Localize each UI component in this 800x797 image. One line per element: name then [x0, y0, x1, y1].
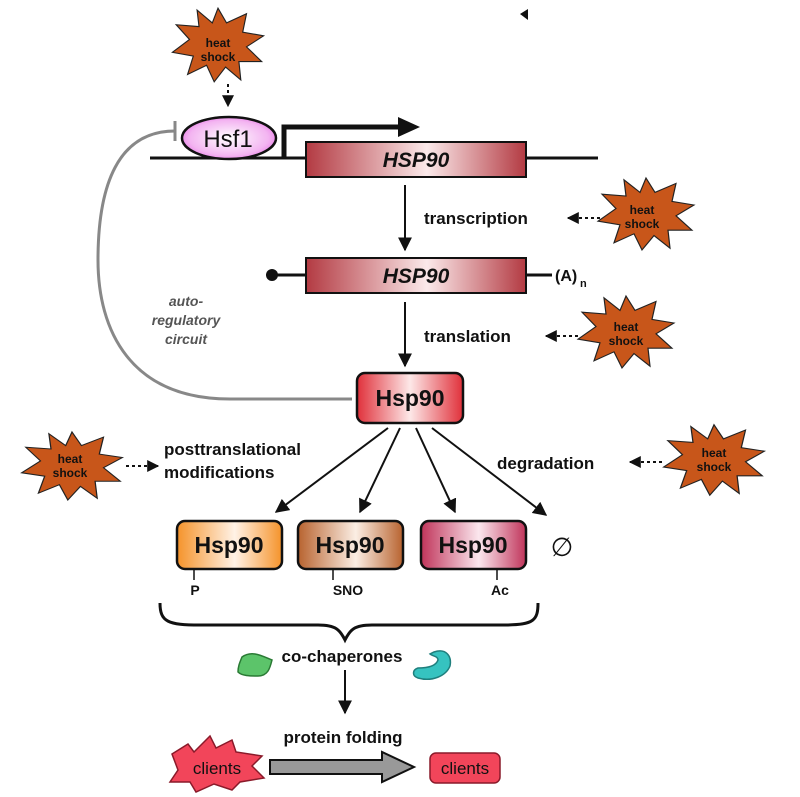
heat-shock-degradation-line1: heat — [702, 446, 727, 460]
protein-folding-label: protein folding — [284, 728, 403, 747]
unfolded-clients-shape — [168, 734, 266, 793]
heat-shock-top-line2: shock — [201, 50, 236, 64]
ptm-label-line1: posttranslational — [164, 440, 301, 459]
grouping-brace — [158, 602, 540, 644]
folded-clients-label: clients — [441, 759, 489, 778]
hsp90-acetyl-box — [419, 519, 528, 571]
hsp90-nitrosyl-box — [296, 519, 405, 571]
heat-shock-translation-line2: shock — [609, 334, 644, 348]
arrow-to-variant-p — [274, 427, 389, 513]
heat-shock-degradation-line2: shock — [697, 460, 732, 474]
arrow-to-variant-ac — [415, 427, 457, 514]
promoter-arrowhead-icon — [398, 117, 420, 137]
phospho-mod-label-visible: P — [190, 582, 199, 598]
polya-label: (A) — [555, 268, 577, 285]
transcription-label: transcription — [424, 209, 528, 228]
heat-shock-ptm-line2: shock — [53, 466, 88, 480]
folded-clients-box — [429, 752, 501, 784]
nitrosyl-mod-label: SNO — [333, 582, 363, 598]
cochaperone-green-icon — [237, 653, 273, 677]
heat-shock-top-line1: heat — [206, 36, 231, 50]
hsp90-protein-label: Hsp90 — [375, 385, 444, 411]
autoreg-label-line3: circuit — [165, 331, 208, 347]
acetyl-mod-label: Ac — [491, 582, 509, 598]
hsp90-mrna-box — [305, 257, 527, 294]
autoregulatory-line — [96, 129, 352, 401]
unfolded-clients-label: clients — [193, 759, 241, 778]
hsp90-nitrosyl-label: Hsp90 — [315, 532, 384, 558]
heat-shock-transcription-line1: heat — [630, 203, 655, 217]
translation-label: translation — [424, 327, 511, 346]
empty-set-icon: ∅ — [551, 532, 574, 562]
cochaperones-label: co-chaperones — [282, 647, 403, 666]
hsp90-gene-label: HSP90 — [383, 149, 450, 172]
heat-shock-ptm-line1: heat — [58, 452, 83, 466]
stray-arrowhead-icon — [520, 9, 528, 20]
degradation-label: degradation — [497, 454, 594, 473]
ptm-label-line2: modifications — [164, 463, 275, 482]
hsp90-phospho-label: Hsp90 — [194, 532, 263, 558]
cochaperone-teal-icon — [412, 650, 452, 680]
hsp90-phospho-box — [175, 519, 284, 571]
folding-big-arrow — [269, 750, 417, 784]
arrow-to-degradation — [431, 427, 548, 516]
promoter-arrow — [281, 124, 400, 158]
autoreg-label-line1: auto- — [169, 293, 204, 309]
hsp90-mrna-label: HSP90 — [383, 265, 450, 288]
hsp90-gene-box — [305, 141, 527, 178]
hsf1-factor — [180, 115, 278, 161]
hsp90-acetyl-label: Hsp90 — [438, 532, 507, 558]
arrow-to-variant-sno — [359, 427, 401, 514]
heat-shock-translation-line1: heat — [614, 320, 639, 334]
hsf1-label: Hsf1 — [203, 126, 252, 153]
polya-subscript: n — [580, 278, 587, 290]
autoreg-label-line2: regulatory — [152, 312, 222, 328]
heat-shock-transcription-line2: shock — [625, 217, 660, 231]
hsp90-protein-box — [355, 371, 465, 425]
